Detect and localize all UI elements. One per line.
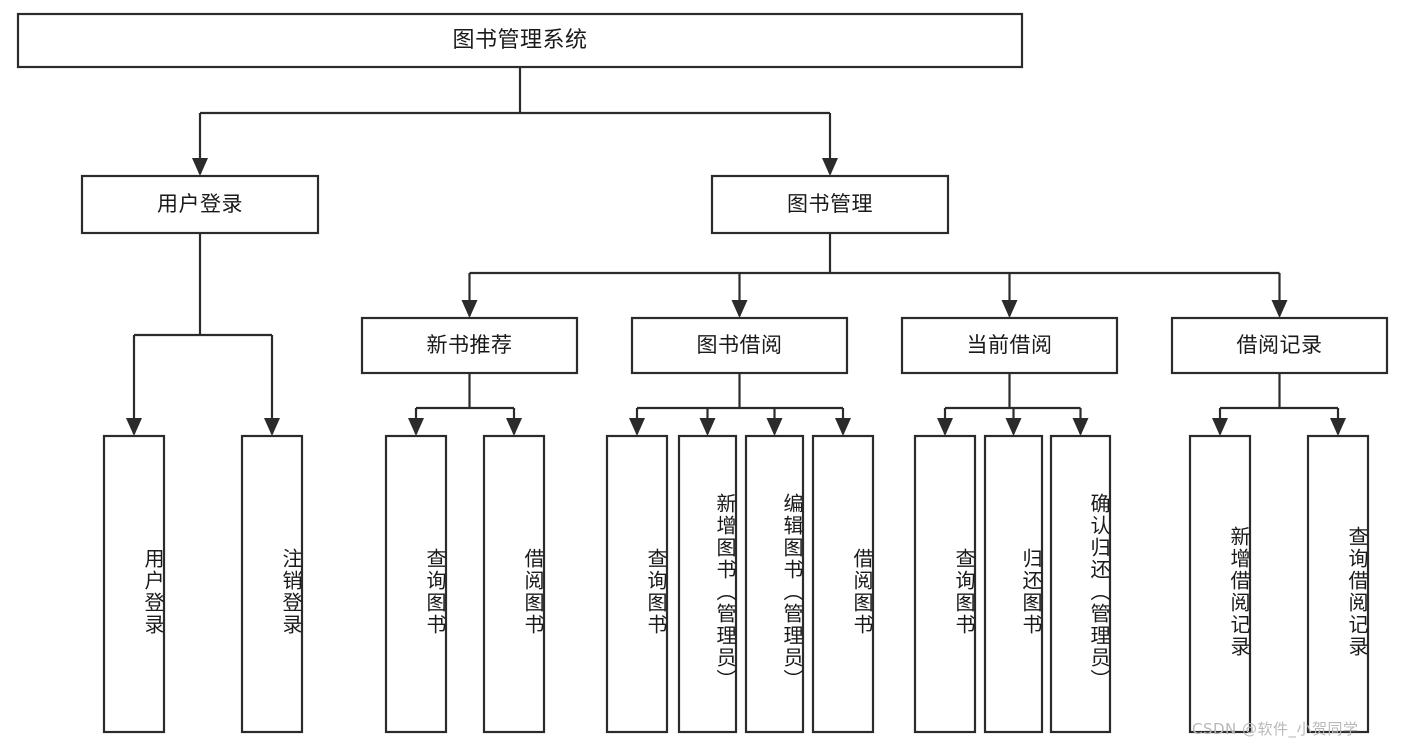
node-box-leaf-user-logout[interactable] bbox=[240, 434, 304, 734]
node-box-root[interactable] bbox=[16, 12, 1024, 69]
arrow-head-icon-user-login bbox=[192, 158, 208, 176]
node-box-book-manage[interactable] bbox=[710, 174, 950, 235]
node-box-leaf-query-book-3[interactable] bbox=[913, 434, 977, 734]
arrow-head-icon-current-borrow bbox=[1001, 300, 1018, 318]
node-box-leaf-query-book-2[interactable] bbox=[605, 434, 669, 734]
node-box-leaf-borrow-book-2[interactable] bbox=[811, 434, 875, 734]
arrow-head-icon-leaf-add-record bbox=[1212, 418, 1228, 436]
node-box-current-borrow[interactable] bbox=[900, 316, 1119, 375]
node-box-book-borrow[interactable] bbox=[630, 316, 849, 375]
arrow-head-icon-book-borrow bbox=[731, 300, 748, 318]
arrow-head-icon-leaf-query-book-2 bbox=[629, 418, 645, 436]
arrow-head-icon-leaf-query-book-1 bbox=[408, 418, 424, 436]
node-box-borrow-record[interactable] bbox=[1170, 316, 1389, 375]
arrow-head-icon-leaf-query-record bbox=[1330, 418, 1346, 436]
arrow-head-icon-leaf-borrow-book-2 bbox=[835, 418, 851, 436]
arrow-head-icon-leaf-user-logout bbox=[264, 418, 280, 436]
arrow-head-icon-book-manage bbox=[822, 158, 838, 176]
node-box-leaf-query-book-1[interactable] bbox=[384, 434, 448, 734]
arrow-head-icon-leaf-return-book bbox=[1005, 418, 1022, 436]
node-box-leaf-user-login[interactable] bbox=[102, 434, 166, 734]
node-box-leaf-borrow-book-1[interactable] bbox=[482, 434, 546, 734]
node-box-new-book-recommend[interactable] bbox=[360, 316, 579, 375]
arrow-head-icon-leaf-confirm-return bbox=[1072, 418, 1089, 436]
arrow-head-icon-leaf-edit-book bbox=[766, 418, 783, 436]
arrow-head-icon-borrow-record bbox=[1271, 300, 1288, 318]
node-box-user-login[interactable] bbox=[80, 174, 320, 235]
node-box-leaf-edit-book[interactable] bbox=[744, 434, 805, 734]
node-box-leaf-add-record[interactable] bbox=[1188, 434, 1252, 734]
arrow-head-icon-leaf-query-book-3 bbox=[937, 418, 953, 436]
node-box-leaf-query-record[interactable] bbox=[1306, 434, 1370, 734]
arrow-head-icon-new-book-recommend bbox=[461, 300, 478, 318]
node-boxes-layer bbox=[16, 12, 1389, 734]
node-box-leaf-confirm-return[interactable] bbox=[1049, 434, 1112, 734]
node-box-leaf-return-book[interactable] bbox=[983, 434, 1044, 734]
arrow-head-icon-leaf-user-login bbox=[126, 418, 142, 436]
arrow-head-icon-leaf-add-book bbox=[699, 418, 716, 436]
arrow-head-icon-leaf-borrow-book-1 bbox=[506, 418, 522, 436]
node-box-leaf-add-book[interactable] bbox=[677, 434, 738, 734]
connectors-layer bbox=[126, 67, 1346, 436]
